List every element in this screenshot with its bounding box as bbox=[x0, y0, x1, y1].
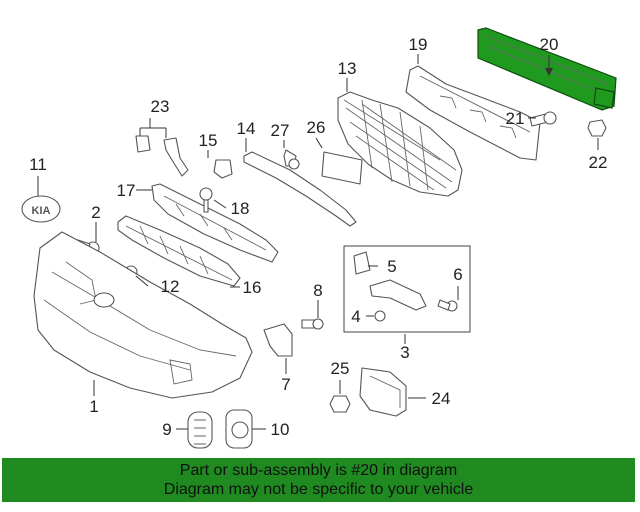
part-10-fog-lamp[interactable] bbox=[225, 409, 253, 449]
part-21-bolt[interactable] bbox=[529, 111, 557, 127]
callout-18: 18 bbox=[231, 199, 250, 218]
callout-2: 2 bbox=[91, 203, 100, 222]
callout-23: 23 bbox=[151, 97, 170, 116]
callout-4: 4 bbox=[351, 307, 360, 326]
callout-6: 6 bbox=[453, 265, 462, 284]
part-19-energy-absorber[interactable] bbox=[405, 65, 541, 161]
callout-12: 12 bbox=[161, 277, 180, 296]
part-16-lower-grille[interactable] bbox=[117, 215, 241, 287]
callout-8: 8 bbox=[313, 281, 322, 300]
leader-lines bbox=[37, 54, 599, 430]
part-17-grille-support[interactable] bbox=[151, 183, 279, 263]
part-14-grille-molding[interactable] bbox=[243, 151, 357, 227]
banner-line-part-number: Part or sub-assembly is #20 in diagram bbox=[179, 462, 458, 479]
part-15-clip[interactable] bbox=[213, 159, 233, 179]
part-13-radiator-grille[interactable] bbox=[337, 91, 463, 197]
part-23-bracket-set[interactable] bbox=[135, 135, 189, 177]
callout-26: 26 bbox=[307, 118, 326, 137]
part-info-banner: Part or sub-assembly is #20 in diagram D… bbox=[2, 458, 635, 502]
callout-15: 15 bbox=[199, 131, 218, 150]
callout-25: 25 bbox=[331, 359, 350, 378]
parts-diagram: KIA bbox=[21, 27, 617, 449]
callout-14: 14 bbox=[237, 119, 256, 138]
part-25-nut[interactable] bbox=[329, 395, 351, 413]
callout-22: 22 bbox=[589, 153, 608, 172]
callout-13: 13 bbox=[338, 59, 357, 78]
part-11-emblem[interactable]: KIA bbox=[21, 195, 61, 223]
part-3-mounting-bracket-assembly[interactable] bbox=[343, 245, 471, 333]
callout-16: 16 bbox=[243, 278, 262, 297]
part-22-nut[interactable] bbox=[587, 119, 607, 137]
part-7-bracket[interactable] bbox=[263, 323, 293, 357]
callout-11: 11 bbox=[29, 155, 47, 174]
part-9-cover[interactable] bbox=[187, 411, 213, 449]
callout-5: 5 bbox=[387, 257, 396, 276]
callout-27: 27 bbox=[271, 121, 290, 140]
svg-text:KIA: KIA bbox=[32, 205, 51, 217]
part-27-screw[interactable] bbox=[283, 149, 300, 170]
callout-20: 20 bbox=[540, 35, 559, 54]
part-1-bumper-cover[interactable] bbox=[33, 231, 253, 399]
callout-1: 1 bbox=[89, 397, 98, 416]
callout-3: 3 bbox=[400, 343, 409, 362]
callout-17: 17 bbox=[117, 181, 136, 200]
callout-21: 21 bbox=[506, 109, 525, 128]
callout-7: 7 bbox=[281, 375, 290, 394]
part-8-bolt[interactable] bbox=[301, 318, 324, 330]
part-18-bolt[interactable] bbox=[199, 187, 213, 213]
banner-line-disclaimer: Diagram may not be specific to your vehi… bbox=[163, 481, 474, 498]
part-24-radar-sensor[interactable] bbox=[359, 367, 407, 417]
callout-24: 24 bbox=[432, 389, 451, 408]
callout-19: 19 bbox=[409, 35, 428, 54]
callout-9: 9 bbox=[162, 420, 171, 439]
part-26-license-plate-bracket[interactable] bbox=[321, 151, 363, 185]
callout-10: 10 bbox=[271, 420, 290, 439]
